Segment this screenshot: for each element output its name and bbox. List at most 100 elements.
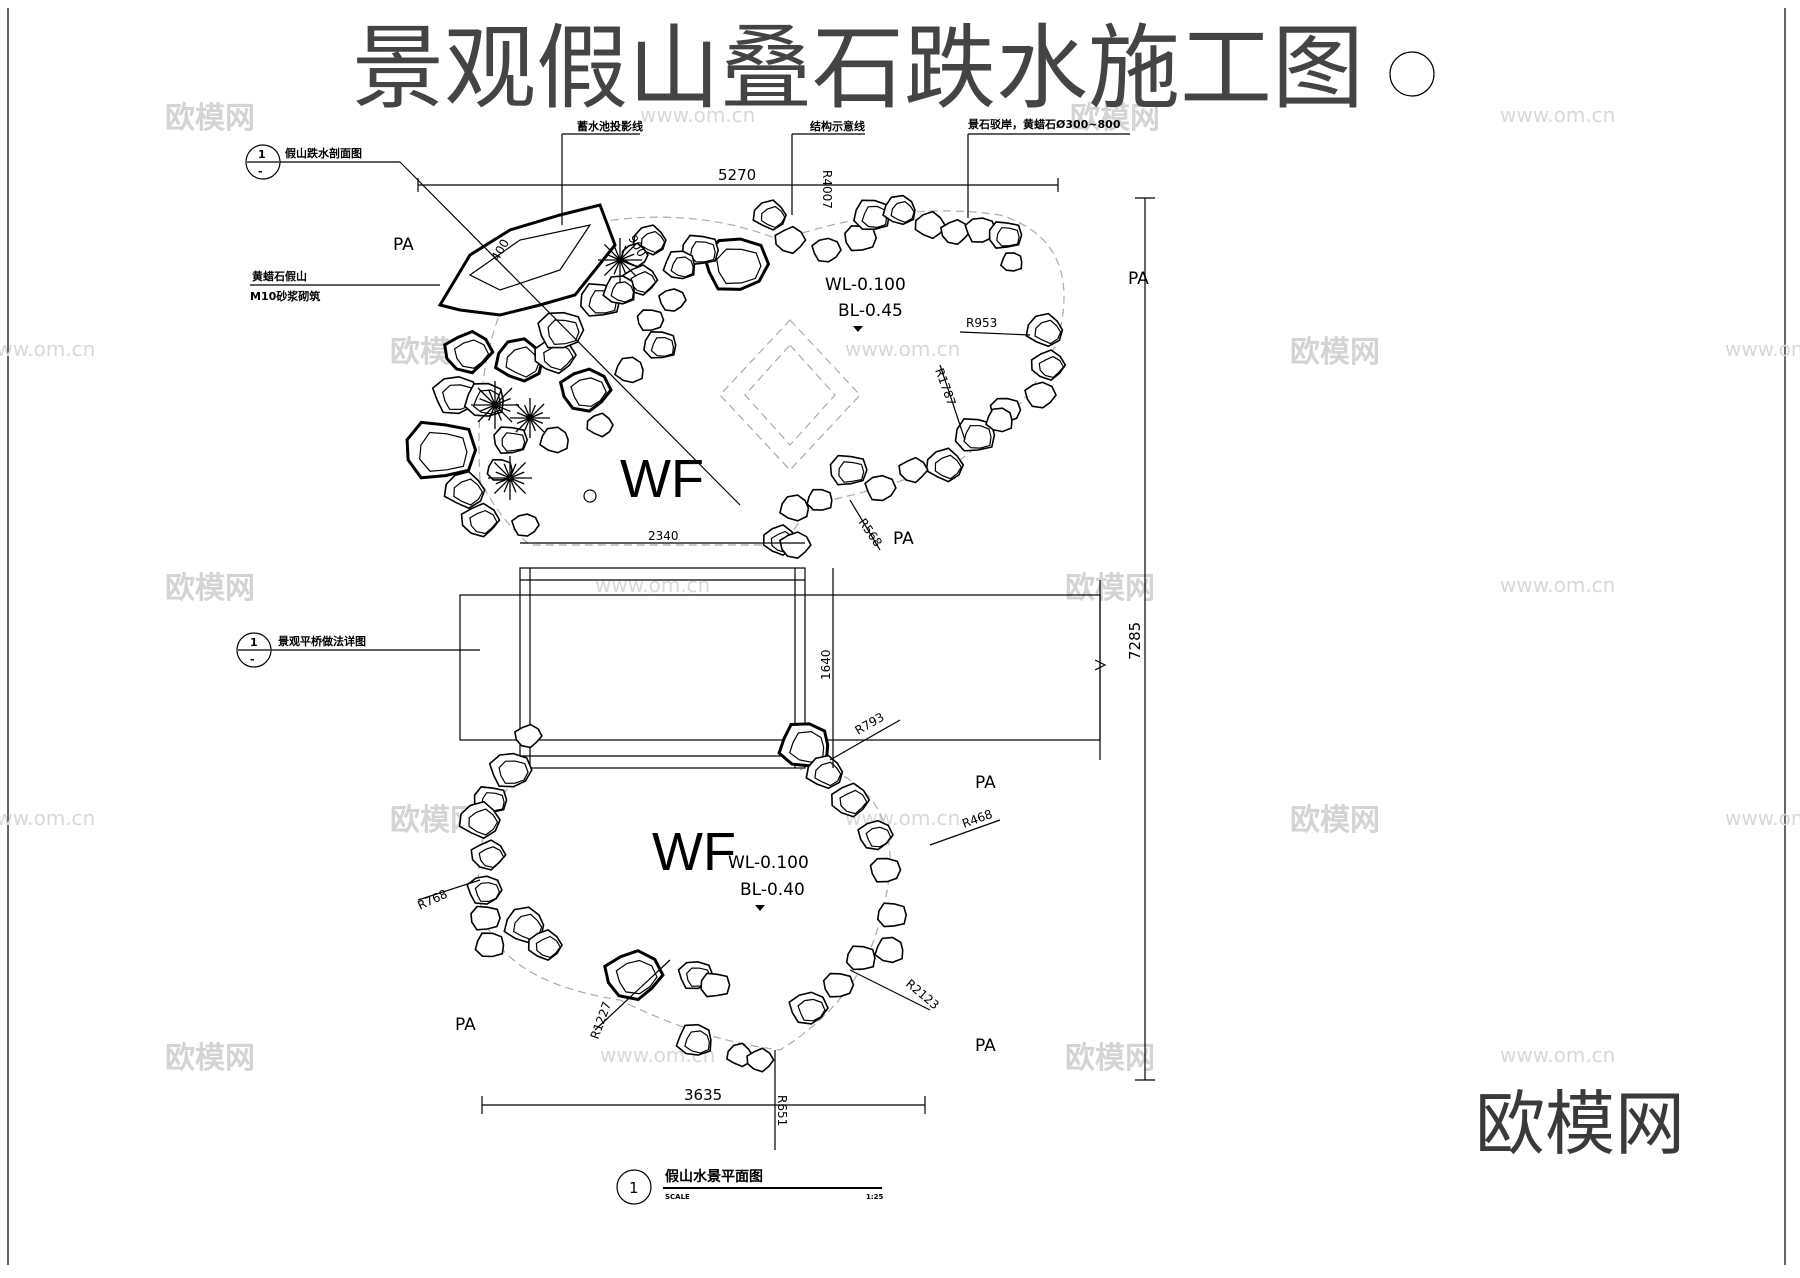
dimension-bottom-width: 3635 xyxy=(481,1086,926,1114)
dimension-top-width: 5270 xyxy=(417,166,1059,192)
rock-boulder xyxy=(788,991,829,1025)
title-circle xyxy=(1389,51,1435,97)
bridge-deck xyxy=(519,567,806,769)
rock-boulder xyxy=(1024,381,1057,409)
callout-rockery: 黄蜡石假山 M10砂浆砌筑 xyxy=(250,269,440,303)
rock-boulder xyxy=(779,531,812,559)
drain-symbol xyxy=(583,489,597,503)
rock-boulder xyxy=(614,356,644,384)
rock-boulder xyxy=(1025,312,1064,348)
rock-boulder xyxy=(405,420,478,480)
pool-diamond-outer xyxy=(719,319,861,471)
lower-water-level: WL-0.100 xyxy=(728,853,809,873)
rock-boulder xyxy=(864,474,897,502)
rock-boulder xyxy=(474,932,505,958)
footer-number: 1 xyxy=(629,1179,639,1197)
radius-label: R2123 xyxy=(903,977,942,1013)
drawing-footer: 1 假山水景平面图 SCALE 1:25 xyxy=(616,1168,884,1205)
rock-boulder xyxy=(822,972,855,998)
watermark-url: www.om.cn xyxy=(1500,573,1615,597)
rock-boulder xyxy=(514,723,543,749)
radius-label: R1787 xyxy=(932,366,958,407)
watermark-brand: 欧模网 xyxy=(165,1041,255,1076)
section-ref-number: 1 xyxy=(258,148,266,161)
rock-inner-contour xyxy=(684,1030,710,1054)
bridge-detail-box xyxy=(459,594,1101,741)
wf-lower-label: WF xyxy=(652,822,736,882)
pa-label: PA xyxy=(393,235,414,255)
rock-inner-contour xyxy=(615,959,658,995)
rock-inner-contour xyxy=(839,789,868,815)
rock-boulder xyxy=(1030,349,1067,381)
pa-label: PA xyxy=(1128,269,1149,289)
rock-boulder xyxy=(830,782,871,818)
radius-label: R4007 xyxy=(820,170,834,209)
watermark-brand: 欧模网 xyxy=(165,571,255,606)
rockery-label-2: M10砂浆砌筑 xyxy=(250,289,320,303)
watermark-brand: 欧模网 xyxy=(1065,1041,1155,1076)
dim-bottom-width: 3635 xyxy=(684,1086,722,1104)
rock-boulder xyxy=(876,902,908,928)
level-marker xyxy=(755,905,765,911)
rock-boulder xyxy=(869,857,902,883)
pa-label: PA xyxy=(893,529,914,549)
rock-boulder xyxy=(999,252,1023,272)
rock-inner-contour xyxy=(865,826,892,848)
rock-boulder xyxy=(443,470,486,510)
upper-pool-outline xyxy=(478,210,1065,546)
rock-inner-contour xyxy=(478,846,505,868)
rock-inner-contour xyxy=(716,248,762,285)
rock-boulder xyxy=(857,819,894,851)
rock-boulder xyxy=(726,1042,754,1068)
watermark-layer: 欧模网 欧模网 www.om.cn www.om.cn 欧模网 欧模网 www.… xyxy=(0,101,1800,1076)
rock-boulder xyxy=(940,218,971,246)
watermark-url: www.om.cn xyxy=(1500,103,1615,127)
rock-inner-contour xyxy=(861,205,888,229)
rock-boulder xyxy=(925,447,965,483)
watermark-url: www.om.cn xyxy=(1725,806,1800,830)
section-ref-label: 假山跌水剖面图 xyxy=(285,146,362,160)
rock-boulder xyxy=(537,311,585,349)
rock-inner-contour xyxy=(453,339,490,369)
wf-upper-label: WF xyxy=(620,449,704,509)
rock-boulder xyxy=(829,454,868,486)
upper-bottom-level: BL-0.45 xyxy=(838,301,903,321)
rock-inner-contour xyxy=(419,431,468,472)
rock-boulder xyxy=(700,972,731,998)
watermark-brand: 欧模网 xyxy=(1290,335,1380,370)
rock-boulder xyxy=(470,905,501,931)
rock-inner-contour xyxy=(670,256,694,278)
rock-inner-contour xyxy=(501,432,526,452)
callout-pool-projection: 蓄水池投影线 xyxy=(561,119,643,225)
watermark-url: www.om.cn xyxy=(845,337,960,361)
rock-boulder xyxy=(746,1047,775,1073)
rock-inner-contour xyxy=(640,230,666,254)
radius-label: R468 xyxy=(960,807,994,831)
rock-boulder xyxy=(985,407,1013,433)
rock-inner-contour xyxy=(934,454,962,480)
plant-symbol xyxy=(598,238,642,282)
rock-boulder xyxy=(493,337,544,383)
watermark-brand: 欧模网 xyxy=(1070,101,1160,136)
rock-inner-contour xyxy=(797,998,826,1022)
rock-inner-contour xyxy=(547,319,580,346)
rock-inner-contour xyxy=(498,760,529,784)
footer-scale-label: SCALE xyxy=(665,1193,690,1201)
callout-rock-bank: 景石驳岸，黄蜡石Ø300~800 xyxy=(967,117,1130,218)
rock-inner-contour xyxy=(535,935,561,959)
rock-boulder xyxy=(806,488,833,511)
rock-inner-contour xyxy=(963,425,992,449)
callout-section-ref: 1 - 假山跌水剖面图 xyxy=(245,144,741,506)
plant-symbol xyxy=(510,398,550,438)
pa-label: PA xyxy=(455,1015,476,1035)
bridge-ref-number: 1 xyxy=(250,636,258,649)
pa-label: PA xyxy=(975,1036,996,1056)
watermark-url: www.om.cn xyxy=(1725,337,1800,361)
rock-inner-contour xyxy=(890,201,915,223)
section-ref-denominator: - xyxy=(258,165,263,178)
rock-inner-contour xyxy=(689,241,716,263)
upper-water-level: WL-0.100 xyxy=(825,275,906,295)
rock-boulder xyxy=(539,426,570,454)
lower-bottom-level: BL-0.40 xyxy=(740,880,805,900)
rock-boulder xyxy=(779,494,810,522)
